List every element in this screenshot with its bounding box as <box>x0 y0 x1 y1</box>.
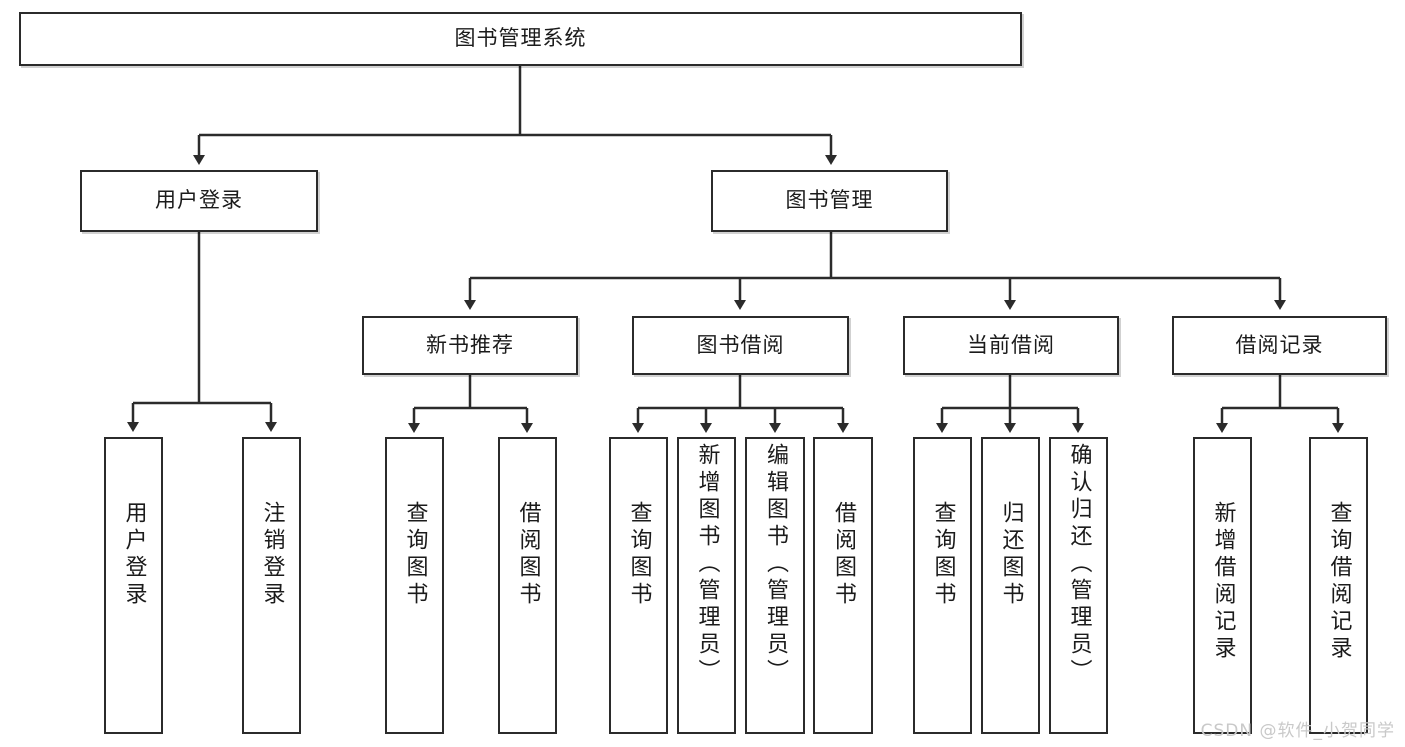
leaf-query-book-borrow-label: 查询图书 <box>626 501 652 609</box>
node-user-login[interactable]: 用户登录 <box>80 170 318 232</box>
node-root[interactable]: 图书管理系统 <box>19 12 1022 66</box>
leaf-confirm-return-admin-label: 确认归还（管理员） <box>1066 443 1092 686</box>
leaf-add-borrow-record-label: 新增借阅记录 <box>1210 501 1236 663</box>
leaf-borrow-book-recommend[interactable]: 借阅图书 <box>498 437 557 734</box>
node-book-borrow[interactable]: 图书借阅 <box>632 316 849 375</box>
leaf-query-borrow-record-label: 查询借阅记录 <box>1326 501 1352 663</box>
node-new-book-recommend[interactable]: 新书推荐 <box>362 316 578 375</box>
node-book-borrow-label: 图书借阅 <box>696 332 785 357</box>
leaf-query-book-current-label: 查询图书 <box>930 501 956 609</box>
leaf-add-book-admin-label: 新增图书（管理员） <box>694 443 720 686</box>
leaf-borrow-book-recommend-label: 借阅图书 <box>515 501 541 609</box>
leaf-query-book-borrow[interactable]: 查询图书 <box>609 437 668 734</box>
leaf-query-borrow-record[interactable]: 查询借阅记录 <box>1309 437 1368 734</box>
leaf-borrow-book[interactable]: 借阅图书 <box>813 437 873 734</box>
leaf-query-book-recommend[interactable]: 查询图书 <box>385 437 444 734</box>
leaf-confirm-return-admin[interactable]: 确认归还（管理员） <box>1049 437 1108 734</box>
leaf-edit-book-admin-label: 编辑图书（管理员） <box>763 443 788 686</box>
leaf-add-book-admin[interactable]: 新增图书（管理员） <box>677 437 736 734</box>
watermark: CSDN @软件_小贺同学 <box>1200 721 1395 741</box>
node-current-borrow[interactable]: 当前借阅 <box>903 316 1119 375</box>
node-current-borrow-label: 当前借阅 <box>967 332 1055 357</box>
leaf-return-book-label: 归还图书 <box>998 501 1024 609</box>
node-new-book-recommend-label: 新书推荐 <box>426 332 514 357</box>
leaf-logout[interactable]: 注销登录 <box>242 437 301 734</box>
node-borrow-record[interactable]: 借阅记录 <box>1172 316 1387 375</box>
leaf-user-login[interactable]: 用户登录 <box>104 437 163 734</box>
leaf-borrow-book-label: 借阅图书 <box>831 501 856 609</box>
leaf-query-book-recommend-label: 查询图书 <box>402 501 428 609</box>
leaf-add-borrow-record[interactable]: 新增借阅记录 <box>1193 437 1252 734</box>
node-book-management[interactable]: 图书管理 <box>711 170 948 232</box>
node-user-login-label: 用户登录 <box>155 188 243 213</box>
leaf-query-book-current[interactable]: 查询图书 <box>913 437 972 734</box>
leaf-logout-label: 注销登录 <box>259 501 285 609</box>
leaf-return-book[interactable]: 归还图书 <box>981 437 1040 734</box>
node-root-label: 图书管理系统 <box>454 26 587 51</box>
node-book-management-label: 图书管理 <box>785 188 874 213</box>
leaf-user-login-label: 用户登录 <box>121 501 147 609</box>
leaf-edit-book-admin[interactable]: 编辑图书（管理员） <box>745 437 805 734</box>
node-borrow-record-label: 借阅记录 <box>1235 332 1324 357</box>
